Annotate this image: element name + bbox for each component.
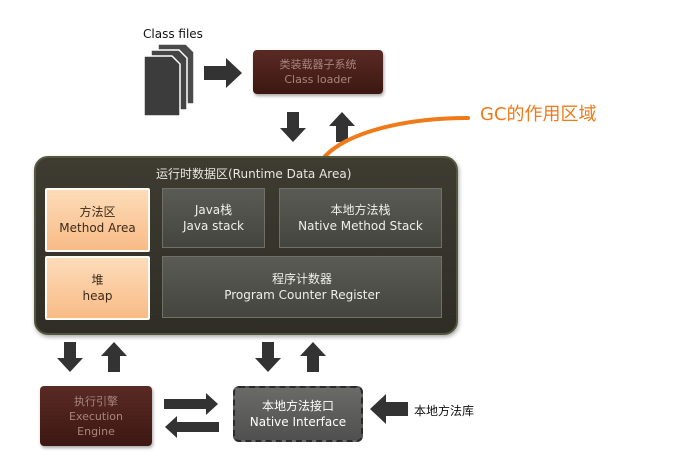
native-interface-line1: 本地方法接口 <box>261 399 334 413</box>
class-files-label: Class files <box>143 27 203 41</box>
runtime-data-area-title: 运行时数据区(Runtime Data Area) <box>156 167 352 181</box>
native-library-label: 本地方法库 <box>414 404 475 418</box>
heap-box: 堆 heap <box>45 256 150 320</box>
native-method-stack-line2: Native Method Stack <box>298 219 423 233</box>
method-area-box: 方法区 Method Area <box>45 188 150 252</box>
arrow-down-engine-icon <box>57 342 83 372</box>
arrow-down-native-icon <box>255 342 281 372</box>
execution-engine-box: 执行引擎 Execution Engine <box>40 386 152 446</box>
arrow-up-engine-icon <box>101 342 127 372</box>
native-method-stack-box: 本地方法栈 Native Method Stack <box>279 188 442 248</box>
java-stack-line2: Java stack <box>182 219 245 233</box>
execution-engine-line3: Engine <box>77 424 115 438</box>
arrow-right-engine-native-icon <box>164 393 218 415</box>
heap-line2: heap <box>82 289 113 303</box>
native-method-stack-line1: 本地方法栈 <box>330 203 391 217</box>
gc-scope-label: GC的作用区域 <box>480 104 597 125</box>
arrow-up-loader-icon <box>329 112 355 142</box>
arrow-up-native-icon <box>300 342 326 372</box>
program-counter-line1: 程序计数器 <box>271 272 332 286</box>
class-loader-box: 类装载器子系统 Class loader <box>253 50 383 94</box>
native-interface-line2: Native Interface <box>249 415 347 429</box>
class-files-documents-icon <box>143 43 195 117</box>
class-loader-line2: Class loader <box>284 73 352 86</box>
arrow-down-loader-icon <box>280 112 306 142</box>
java-stack-box: Java栈 Java stack <box>162 188 265 248</box>
class-loader-line1: 类装载器子系统 <box>279 58 357 71</box>
program-counter-line2: Program Counter Register <box>224 288 380 302</box>
method-area-line2: Method Area <box>59 221 136 235</box>
execution-engine-line2: Execution <box>69 409 123 423</box>
heap-line1: 堆 <box>91 273 104 287</box>
method-area-line1: 方法区 <box>79 205 116 219</box>
arrow-left-library-icon <box>370 394 408 424</box>
execution-engine-line1: 执行引擎 <box>74 394 118 408</box>
native-interface-box: 本地方法接口 Native Interface <box>233 386 363 442</box>
arrow-left-native-engine-icon <box>165 416 219 438</box>
program-counter-register-box: 程序计数器 Program Counter Register <box>162 256 442 318</box>
arrow-right-classfiles-icon <box>204 58 242 88</box>
java-stack-line1: Java栈 <box>194 203 233 217</box>
